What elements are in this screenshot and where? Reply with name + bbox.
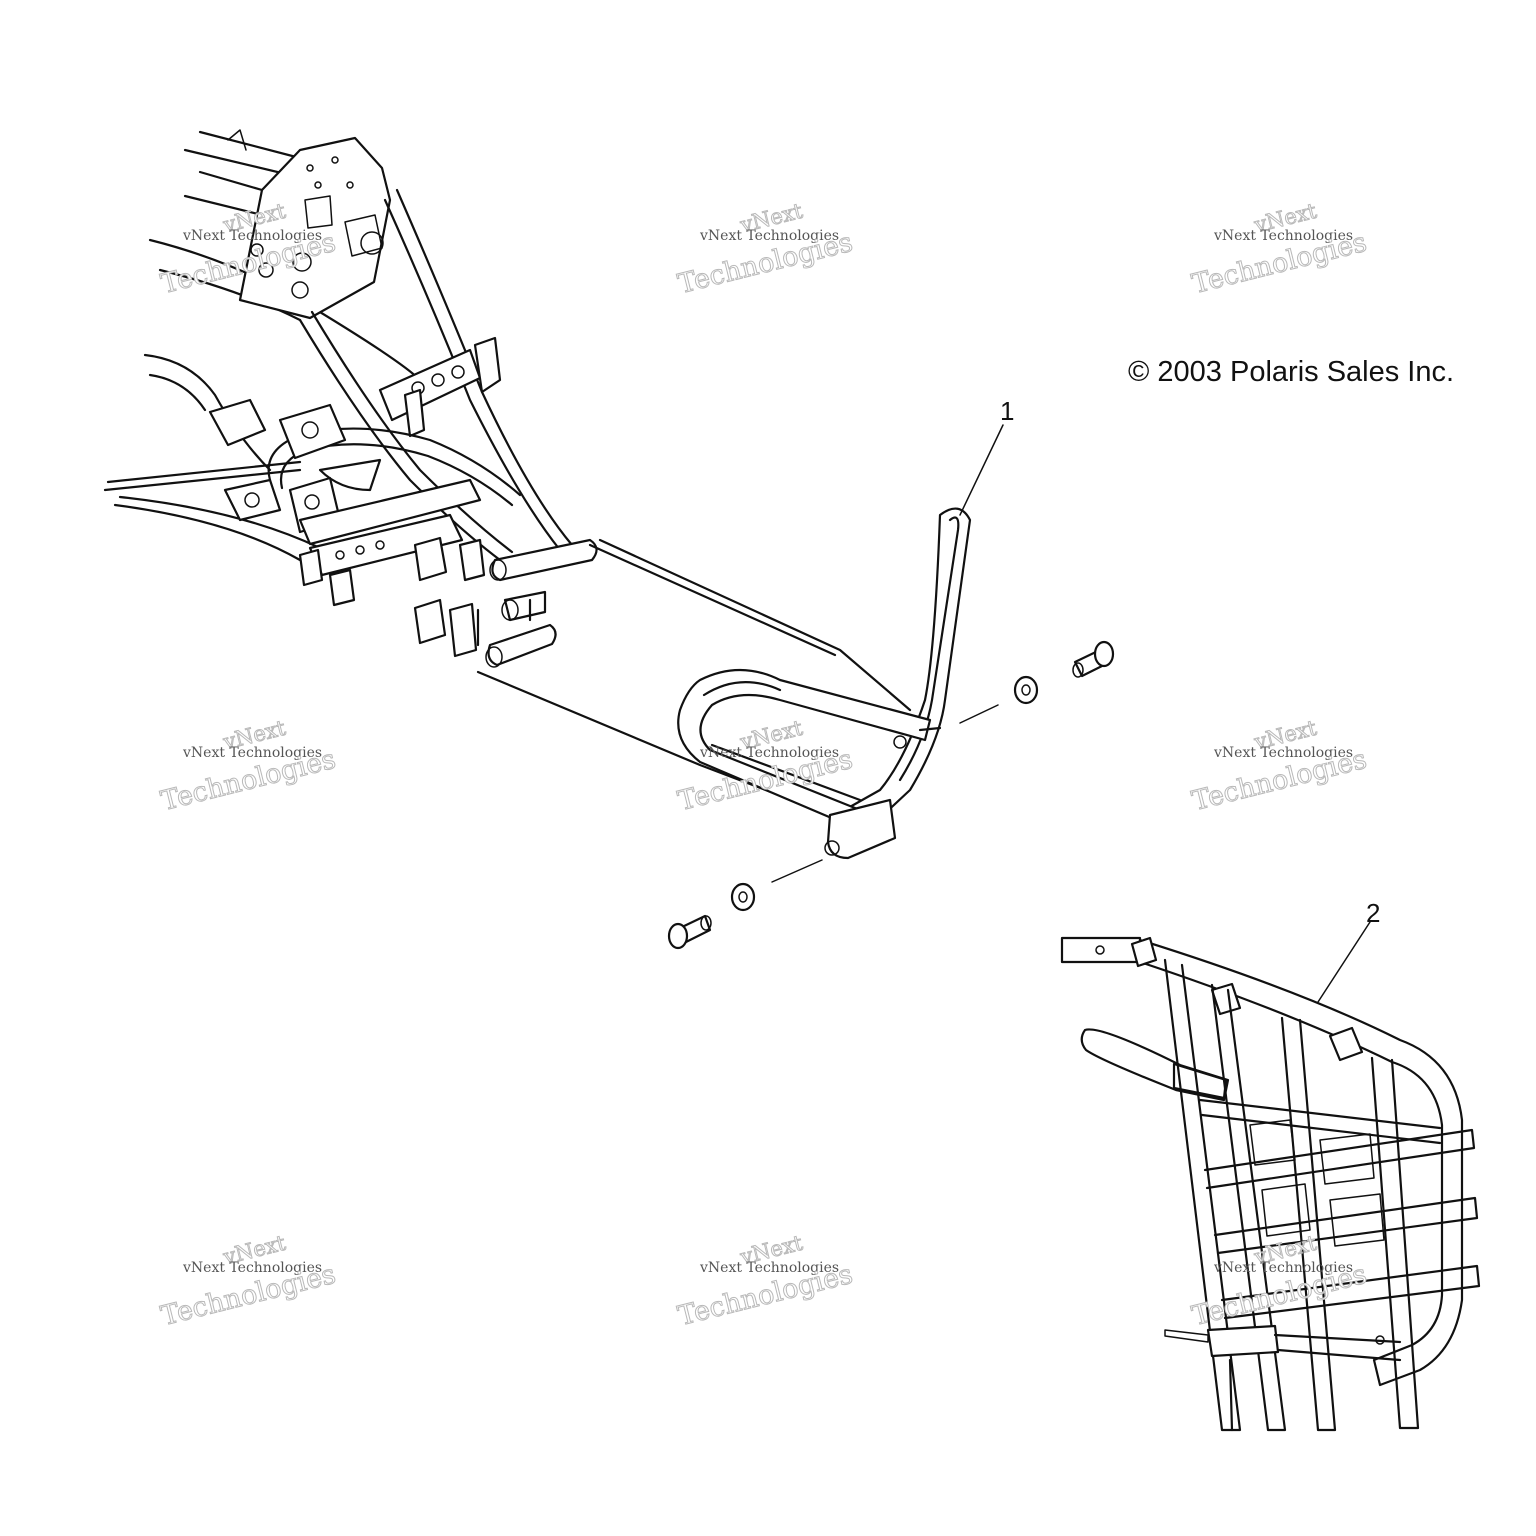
callout-1: 1 xyxy=(1000,396,1015,426)
leader-line-1 xyxy=(959,424,1004,516)
leader-line-2 xyxy=(1317,921,1371,1003)
atv-frame xyxy=(103,129,912,822)
front-bumper-part xyxy=(677,507,972,860)
nerf-bar-part xyxy=(1060,936,1481,1432)
copyright-notice: © 2003 Polaris Sales Inc. xyxy=(1128,356,1455,388)
callout-2: 2 xyxy=(1366,898,1381,928)
hardware xyxy=(667,640,1115,950)
